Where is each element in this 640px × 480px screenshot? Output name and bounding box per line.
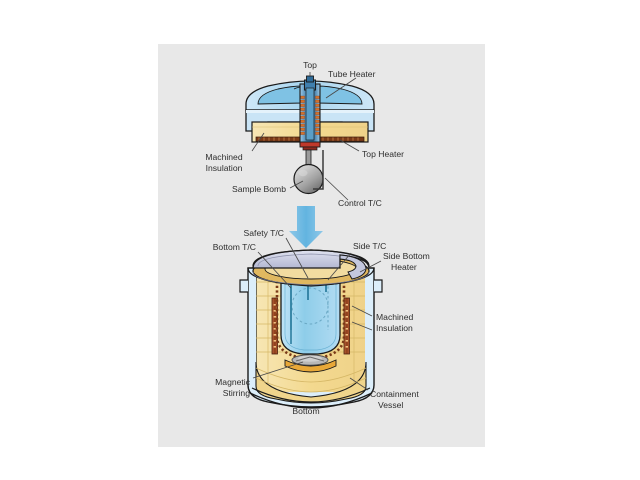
containment-vessel-group bbox=[239, 249, 383, 409]
top-assembly-group bbox=[245, 75, 375, 195]
label-machined-insulation-upper-line2: Insulation bbox=[206, 163, 243, 173]
label-containment-vessel-line1: Containment bbox=[370, 389, 419, 399]
label-control-tc: Control T/C bbox=[338, 198, 382, 208]
label-side-bottom-heater-line2: Heater bbox=[391, 262, 417, 272]
label-containment-vessel-line2: Vessel bbox=[378, 400, 403, 410]
label-side-tc: Side T/C bbox=[353, 241, 386, 251]
diagram-labels: Top Tube Heater Machined Insulation Top … bbox=[205, 60, 429, 416]
label-magnetic-stirring-line2: Stirring bbox=[223, 388, 250, 398]
label-top-heater: Top Heater bbox=[362, 149, 404, 159]
tube-heater-column bbox=[299, 75, 321, 151]
label-top: Top bbox=[303, 60, 317, 70]
label-magnetic-stirring-line1: Magnetic bbox=[215, 377, 251, 387]
label-machined-insulation-lower-line2: Insulation bbox=[376, 323, 413, 333]
process-flow-arrow bbox=[289, 206, 323, 248]
label-machined-insulation-upper-line1: Machined bbox=[205, 152, 242, 162]
sample-bomb-group bbox=[293, 149, 324, 195]
label-safety-tc: Safety T/C bbox=[244, 228, 284, 238]
label-sample-bomb: Sample Bomb bbox=[232, 184, 286, 194]
label-machined-insulation-lower-line1: Machined bbox=[376, 312, 413, 322]
side-heater-rods bbox=[271, 297, 350, 355]
label-bottom: Bottom bbox=[292, 406, 319, 416]
leader-lines bbox=[251, 72, 382, 391]
vessel-lid bbox=[247, 249, 375, 287]
control-thermocouple-line bbox=[313, 150, 324, 190]
label-tube-heater: Tube Heater bbox=[328, 69, 376, 79]
label-side-bottom-heater-line1: Side Bottom bbox=[383, 251, 430, 261]
label-bottom-tc: Bottom T/C bbox=[213, 242, 256, 252]
